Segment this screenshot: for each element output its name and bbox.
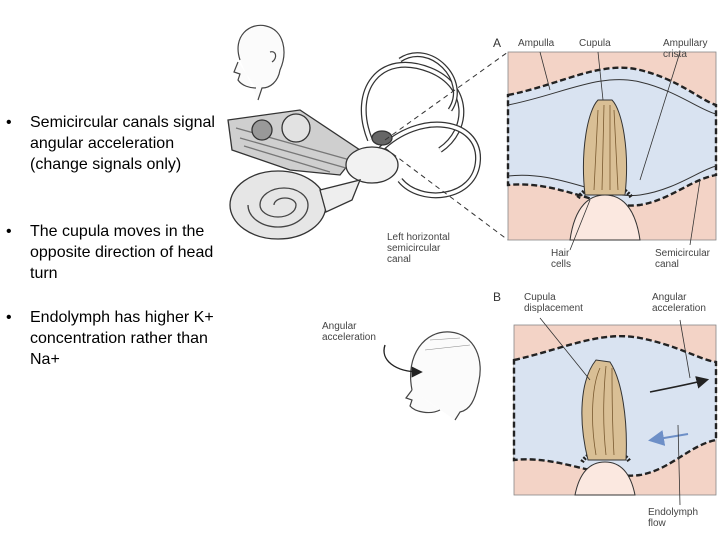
semicircular-canal-label: Semicircular canal xyxy=(655,248,711,270)
head-rotation-icon xyxy=(383,331,481,421)
bullet-marker: • xyxy=(6,309,12,326)
bullet-text: The cupula moves in the opposite directi… xyxy=(30,223,214,282)
bullet-marker: • xyxy=(6,114,12,131)
hair-cells-label: Hair cells xyxy=(551,248,572,270)
panel-b-diagram xyxy=(512,317,718,506)
cupula-label: Cupula xyxy=(579,38,611,49)
ampullary-crista-label: Ampullary crista xyxy=(663,38,708,60)
panel-a-diagram xyxy=(506,51,718,251)
bullet-text: Endolymph has higher K+ concentration ra… xyxy=(30,309,214,368)
zoom-lines xyxy=(384,51,509,241)
bullet-text: Semicircular canals signal angular accel… xyxy=(30,114,215,173)
panel-b-letter: B xyxy=(493,290,502,304)
inner-ear-illustration xyxy=(227,52,482,240)
ampulla-label: Ampulla xyxy=(518,38,555,49)
cupula-displacement-label: Cupula displacement xyxy=(524,292,583,314)
left-horizontal-canal-label: Left horizontal semicircular canal xyxy=(387,232,450,265)
panel-a-letter: A xyxy=(493,36,502,50)
angular-acceleration-b-label: Angular acceleration xyxy=(652,292,706,314)
bullet-marker: • xyxy=(6,223,12,240)
angular-acceleration-label: Angular acceleration xyxy=(322,321,376,343)
head-top-icon xyxy=(233,24,285,101)
endolymph-flow-label: Endolymph flow xyxy=(648,507,699,529)
